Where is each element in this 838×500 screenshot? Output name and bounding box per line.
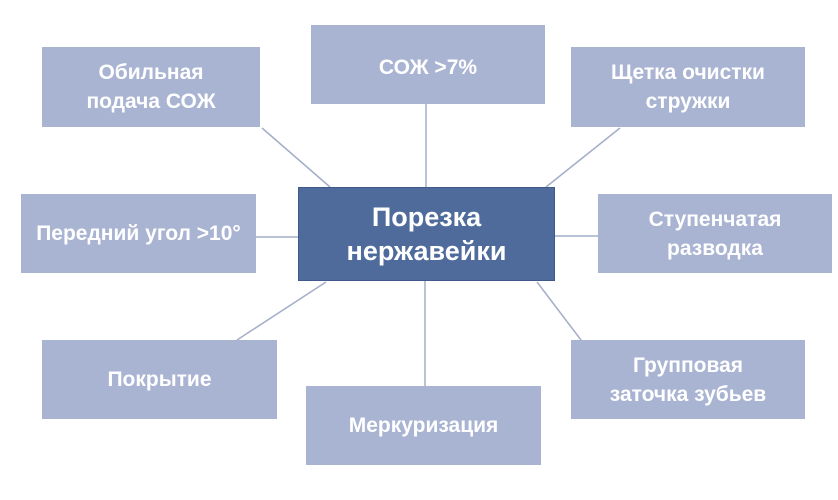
central-topic-label: Порезка нержавейки (346, 202, 507, 266)
node-chip-brush: Щетка очистки стружки (571, 47, 805, 127)
node-label: Групповая заточка зубьев (609, 353, 767, 406)
node-coolant-percent: СОЖ >7% (311, 25, 545, 104)
connector-bottom-left (236, 281, 327, 341)
connector-bottom-right (536, 281, 582, 341)
node-label: СОЖ >7% (378, 56, 478, 79)
node-group-sharpening: Групповая заточка зубьев (571, 340, 805, 419)
node-label: Передний угол >10° (36, 222, 241, 245)
node-label: Щетка очистки стружки (611, 61, 765, 113)
node-label: Меркуризация (348, 414, 499, 437)
node-label: Ступенчатая разводка (648, 207, 782, 260)
node-mercurization: Меркуризация (306, 386, 541, 465)
node-label: Обильная подача СОЖ (86, 61, 216, 113)
node-stepped-set: Ступенчатая разводка (598, 194, 832, 273)
central-topic: Порезка нержавейки (298, 187, 555, 281)
connector-top-left (261, 127, 331, 188)
node-abundant-coolant: Обильная подача СОЖ (42, 47, 260, 127)
node-coating: Покрытие (42, 340, 277, 419)
node-label: Покрытие (107, 368, 212, 391)
node-rake-angle: Передний угол >10° (21, 194, 256, 273)
connector-top-right (545, 127, 621, 188)
